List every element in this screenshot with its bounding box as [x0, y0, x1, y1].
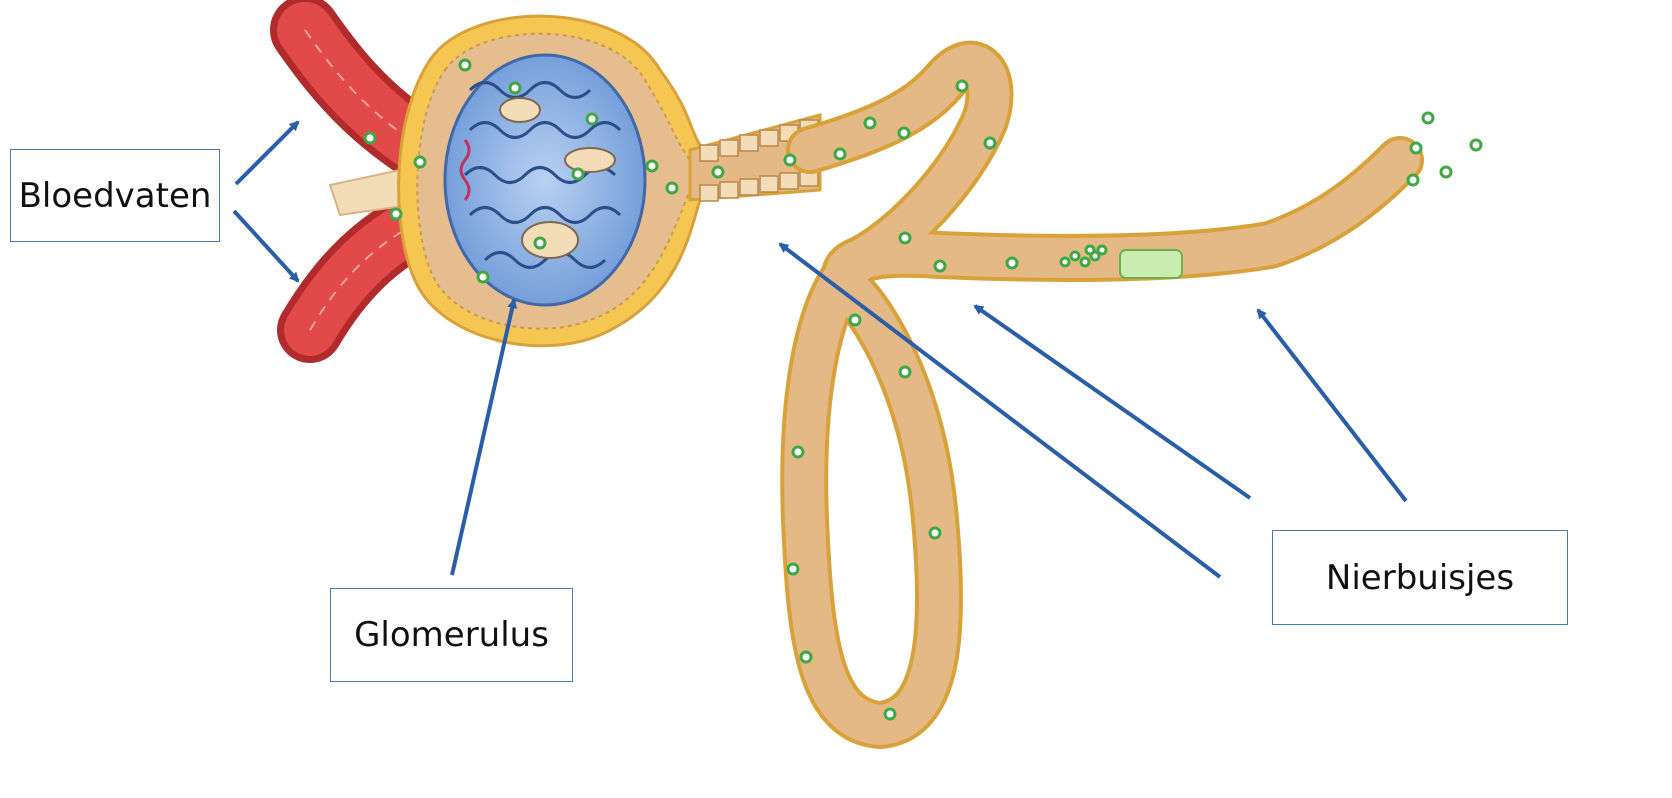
arrow-bloedvaten-lower: [234, 211, 298, 281]
label-bloedvaten: Bloedvaten: [10, 149, 220, 242]
arrow-bloedvaten-upper: [236, 122, 298, 184]
arrow-nierbuisjes-3: [1258, 310, 1406, 501]
arrow-glomerulus: [452, 300, 514, 575]
arrow-nierbuisjes-2: [975, 306, 1250, 498]
arrow-nierbuisjes-1: [780, 244, 1220, 577]
glomerulus-tuft: [445, 55, 645, 305]
label-nierbuisjes: Nierbuisjes: [1272, 530, 1568, 625]
label-glomerulus: Glomerulus: [330, 588, 573, 682]
